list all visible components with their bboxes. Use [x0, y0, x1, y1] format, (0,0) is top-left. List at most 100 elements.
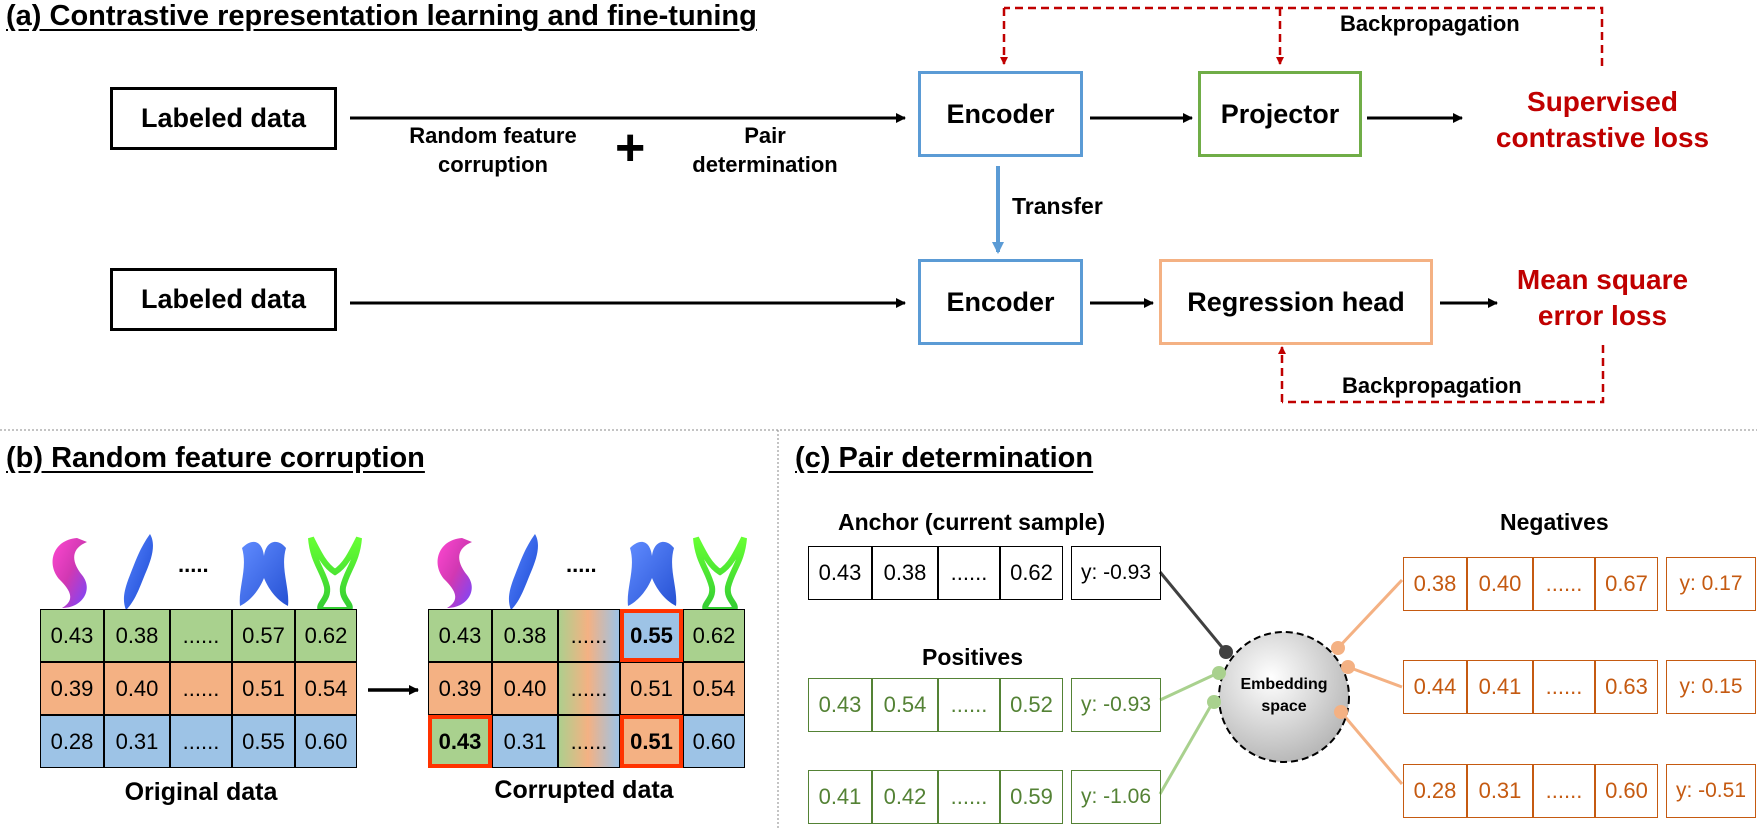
positive-connector-2 — [1158, 701, 1215, 795]
positive-cell: 0.43 — [808, 678, 872, 732]
panel-b-title: (b) Random feature corruption — [6, 442, 425, 474]
positive-cell: ...... — [938, 770, 1000, 824]
transfer-label: Transfer — [1012, 193, 1103, 219]
corrupted-data-cell: 0.55 — [620, 609, 683, 662]
negative-cell: 0.40 — [1467, 557, 1533, 611]
backprop-top-label: Backpropagation — [1340, 11, 1520, 36]
fiber-green-icon-2 — [693, 536, 747, 613]
anchor-label: Anchor (current sample) — [838, 509, 1106, 535]
corrupted-data-cell: 0.39 — [428, 662, 492, 715]
positive-label-y: y: -1.06 — [1071, 770, 1161, 824]
positive-dot-2 — [1207, 695, 1221, 709]
embedding-space-sphere — [1218, 631, 1350, 763]
negative-cell: 0.67 — [1595, 557, 1658, 611]
corrupted-data-cell: 0.38 — [492, 609, 558, 662]
pair-determination-label: Pair determination — [692, 123, 838, 177]
corrupted-data-cell: ...... — [558, 662, 620, 715]
anchor-cell: 0.62 — [1000, 546, 1063, 600]
negative-connector-1 — [1336, 578, 1404, 650]
plus-sign: + — [615, 119, 646, 177]
positive-dot-1 — [1212, 666, 1226, 680]
panel-a-title: (a) Contrastive representation learning … — [6, 0, 757, 32]
negative-dot-3 — [1334, 705, 1348, 719]
labeled-data-box-top: Labeled data — [110, 87, 337, 150]
negative-cell: 0.60 — [1595, 764, 1658, 818]
corrupted-data-cell: 0.51 — [620, 715, 683, 768]
dots-corrupted: ..... — [566, 552, 597, 577]
corrupted-fade-column — [557, 609, 619, 768]
labeled-data-box-bottom: Labeled data — [110, 268, 337, 331]
corrupted-data-cell: 0.40 — [492, 662, 558, 715]
original-data-cell: ...... — [170, 715, 232, 768]
positive-cell: 0.52 — [1000, 678, 1063, 732]
positives-label: Positives — [922, 644, 1023, 670]
fiber-blue-icon — [123, 534, 153, 610]
corrupted-data-cell: ...... — [558, 609, 620, 662]
positive-cell: 0.42 — [872, 770, 938, 824]
fiber-pink-icon-2 — [437, 538, 472, 608]
fiber-pink-icon — [52, 538, 87, 608]
fiber-blue-icon-2 — [508, 534, 538, 610]
corrupted-data-cell: 0.54 — [683, 662, 745, 715]
original-data-cell: ...... — [170, 609, 232, 662]
mse-loss-label: Mean square error loss — [1516, 264, 1689, 332]
anchor-cell: ...... — [938, 546, 1000, 600]
projector-box: Projector — [1198, 71, 1362, 157]
original-data-cell: 0.43 — [40, 609, 104, 662]
panel-c-title: (c) Pair determination — [795, 442, 1094, 474]
negatives-label: Negatives — [1500, 509, 1609, 535]
positive-connector-1 — [1159, 671, 1219, 702]
corrupted-data-cell: ...... — [558, 715, 620, 768]
positive-label-y: y: -0.93 — [1071, 678, 1161, 732]
negative-cell: 0.44 — [1403, 660, 1467, 714]
corrupted-data-cell: 0.31 — [492, 715, 558, 768]
anchor-cell: 0.43 — [808, 546, 872, 600]
original-data-caption: Original data — [124, 778, 278, 806]
original-data-cell: 0.57 — [232, 609, 295, 662]
embedding-space-label: Embedding space — [1240, 676, 1328, 715]
positive-cell: 0.54 — [872, 678, 938, 732]
original-data-cell: 0.28 — [40, 715, 104, 768]
anchor-label-y: y: -0.93 — [1071, 546, 1161, 600]
encoder-box-bottom: Encoder — [918, 259, 1083, 345]
original-data-cell: 0.60 — [295, 715, 357, 768]
encoder-box-top: Encoder — [918, 71, 1083, 157]
negative-cell: ...... — [1533, 660, 1595, 714]
negative-cell: 0.63 — [1595, 660, 1658, 714]
negative-cell: 0.28 — [1403, 764, 1467, 818]
negative-cell: 0.31 — [1467, 764, 1533, 818]
original-data-cell: 0.40 — [104, 662, 170, 715]
fiber-bluewide-icon-2 — [627, 541, 677, 606]
corrupted-data-cell: 0.62 — [683, 609, 745, 662]
backprop-bottom-label: Backpropagation — [1342, 373, 1522, 398]
corrupted-data-cell: 0.43 — [428, 609, 492, 662]
backprop-bottom-path — [1282, 345, 1605, 404]
original-data-cell: 0.55 — [232, 715, 295, 768]
negative-label-y: y: -0.51 — [1666, 764, 1756, 818]
original-data-cell: ...... — [170, 662, 232, 715]
backprop-top-path — [1004, 6, 1604, 66]
negative-connector-2 — [1347, 665, 1403, 689]
original-data-cell: 0.54 — [295, 662, 357, 715]
positive-cell: 0.59 — [1000, 770, 1063, 824]
anchor-cell: 0.38 — [872, 546, 938, 600]
supervised-contrastive-loss-label: Supervised contrastive loss — [1495, 86, 1710, 154]
negative-label-y: y: 0.17 — [1666, 557, 1756, 611]
negative-cell: ...... — [1533, 764, 1595, 818]
negative-dot-1 — [1331, 641, 1345, 655]
corrupted-data-caption: Corrupted data — [494, 776, 674, 804]
original-data-cell: 0.62 — [295, 609, 357, 662]
positive-cell: 0.41 — [808, 770, 872, 824]
anchor-connector — [1158, 571, 1228, 653]
fiber-green-icon — [308, 536, 362, 613]
anchor-dot — [1219, 645, 1233, 659]
corrupted-data-cell: 0.51 — [620, 662, 683, 715]
original-data-cell: 0.39 — [40, 662, 104, 715]
fiber-bluewide-icon — [239, 541, 289, 606]
negative-cell: 0.38 — [1403, 557, 1467, 611]
dots-original: ..... — [178, 552, 209, 577]
random-feature-corruption-label: Random feature corruption — [409, 123, 577, 177]
